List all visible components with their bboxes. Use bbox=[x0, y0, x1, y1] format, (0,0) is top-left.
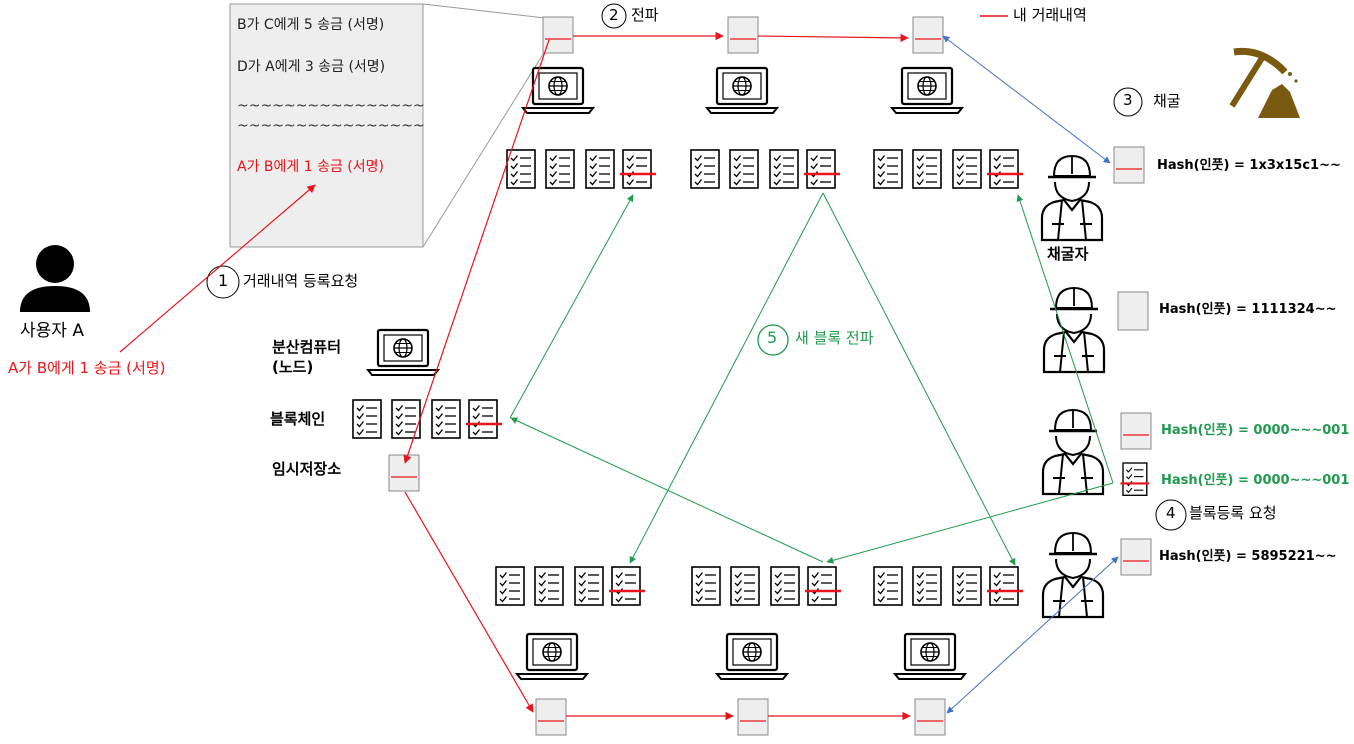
step5-label: 새 블록 전파 bbox=[795, 329, 874, 347]
red-arrows bbox=[119, 31, 911, 721]
green-arrows bbox=[509, 192, 1114, 566]
step1-label: 거래내역 등록요청 bbox=[243, 272, 359, 290]
step3-num: 3 bbox=[1123, 91, 1133, 109]
pickaxe-icon bbox=[1222, 47, 1300, 118]
blockchain-icon bbox=[496, 567, 645, 605]
step2-label: 전파 bbox=[631, 6, 659, 24]
transaction-box bbox=[1117, 291, 1149, 331]
laptop-icon bbox=[705, 66, 779, 115]
note-tilde1: ~~~~~~~~~~~~~~~~ bbox=[237, 98, 425, 114]
step3-label: 채굴 bbox=[1153, 92, 1181, 110]
miner-icon bbox=[1041, 408, 1105, 496]
step-circle bbox=[1155, 499, 1187, 531]
step-circle bbox=[206, 265, 240, 299]
blockchain-icon bbox=[691, 150, 840, 188]
step2-num: 2 bbox=[609, 6, 619, 24]
transaction-box bbox=[914, 698, 946, 736]
step-circle bbox=[601, 3, 627, 29]
temp-storage-label: 임시저장소 bbox=[272, 460, 342, 478]
hash-text: Hash(인풋) = 1x3x15c1~~ bbox=[1157, 158, 1341, 173]
laptop-icon bbox=[893, 632, 967, 681]
laptop-icon bbox=[366, 328, 440, 377]
computer-label: 분산컴퓨터 bbox=[272, 338, 342, 356]
candidate-block-icon bbox=[1120, 462, 1150, 496]
user-icon bbox=[20, 245, 90, 312]
hash-text: Hash(인풋) = 1111324~~ bbox=[1159, 302, 1337, 317]
step4-num: 4 bbox=[1166, 504, 1176, 522]
transaction-box bbox=[727, 16, 759, 54]
transaction-box bbox=[542, 16, 574, 54]
miner-icon bbox=[1040, 154, 1104, 242]
step4-label: 블록등록 요청 bbox=[1189, 504, 1277, 522]
miner-icon bbox=[1041, 531, 1105, 619]
laptop-icon bbox=[515, 632, 589, 681]
user-name: 사용자 A bbox=[20, 321, 84, 341]
laptop-icon bbox=[890, 66, 964, 115]
transaction-box bbox=[1120, 412, 1152, 450]
user-request: A가 B에게 1 송금 (서명) bbox=[8, 359, 166, 377]
transaction-note-box bbox=[229, 3, 424, 248]
step1-num: 1 bbox=[218, 271, 229, 290]
transaction-box bbox=[1120, 538, 1152, 576]
laptop-icon bbox=[521, 66, 595, 115]
blockchain-label: 블록체인 bbox=[270, 410, 326, 428]
transaction-box bbox=[1113, 146, 1145, 184]
blockchain-icon bbox=[874, 150, 1023, 188]
blockchain-icon bbox=[507, 150, 656, 188]
hash-text: Hash(인풋) = 0000~~~001 bbox=[1161, 423, 1350, 438]
note-line2: D가 A에게 3 송금 (서명) bbox=[237, 59, 386, 75]
blue-arrows bbox=[942, 35, 1119, 714]
note-line1: B가 C에게 5 송금 (서명) bbox=[237, 17, 385, 33]
transaction-box bbox=[737, 698, 769, 736]
transaction-box bbox=[388, 454, 420, 492]
blockchain-icon bbox=[874, 567, 1023, 605]
transaction-box bbox=[535, 698, 567, 736]
hash-text: Hash(인풋) = 0000~~~001 bbox=[1161, 473, 1350, 488]
hash-text: Hash(인풋) = 5895221~~ bbox=[1159, 549, 1337, 564]
note-line3: A가 B에게 1 송금 (서명) bbox=[237, 159, 384, 175]
laptop-icon bbox=[715, 632, 789, 681]
transaction-box bbox=[912, 16, 944, 54]
blockchain-icon bbox=[353, 400, 502, 438]
step5-num: 5 bbox=[767, 328, 778, 347]
node-label: (노드) bbox=[272, 358, 314, 376]
blockchain-icon bbox=[692, 567, 841, 605]
legend-label: 내 거래내역 bbox=[1013, 6, 1087, 24]
note-tilde2: ~~~~~~~~~~~~~~~~ bbox=[237, 118, 425, 134]
step-circle bbox=[1113, 87, 1143, 117]
step-circle bbox=[757, 324, 789, 356]
miner-label: 채굴자 bbox=[1047, 245, 1089, 263]
